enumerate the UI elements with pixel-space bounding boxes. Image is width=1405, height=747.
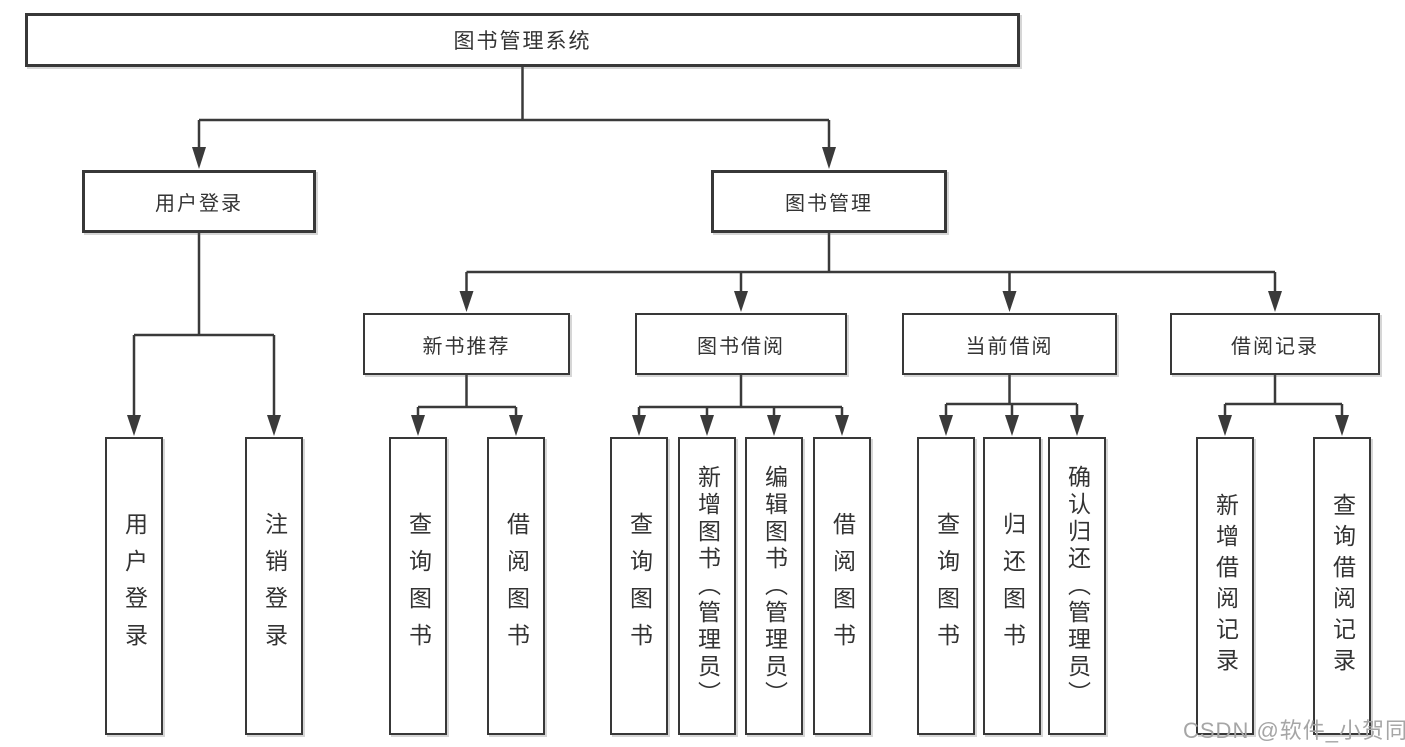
node-user-login-branch: 用户登录 <box>82 170 316 233</box>
csdn-watermark: CSDN @软件_小贺同学 <box>1183 718 1405 743</box>
arrowhead-current-leaf2 <box>1005 415 1019 436</box>
leaf-edit-books-admin-label: 编辑图书（管理员） <box>761 464 788 708</box>
leaf-query-books-recommend: 查询图书 <box>389 437 447 735</box>
node-borrowing-records-label: 借阅记录 <box>1231 335 1319 358</box>
arrowhead-newrec <box>459 291 474 312</box>
arrowhead-leaf-logout <box>267 415 281 436</box>
arrowhead-book-mgmt <box>822 147 836 169</box>
leaf-user-login-label: 用户登录 <box>121 512 148 660</box>
node-current-borrowing-label: 当前借阅 <box>965 335 1054 358</box>
leaf-add-borrow-record: 新增借阅记录 <box>1196 437 1254 735</box>
arrowhead-current-leaf1 <box>939 415 953 436</box>
leaf-borrow-books: 借阅图书 <box>813 437 871 735</box>
arrowhead-records <box>1268 291 1282 312</box>
leaf-add-borrow-record-label: 新增借阅记录 <box>1212 493 1239 679</box>
node-new-book-recommend: 新书推荐 <box>363 313 570 375</box>
arrowhead-current <box>1002 291 1017 312</box>
arrowhead-borrow-leaf3 <box>767 415 781 436</box>
arrowhead-borrow-leaf2 <box>700 415 714 436</box>
leaf-query-books-borrow-label: 查询图书 <box>626 512 653 660</box>
leaf-return-books-label: 归还图书 <box>999 512 1026 660</box>
arrowhead-newrec-leaf2 <box>509 415 523 436</box>
leaf-query-books-borrow: 查询图书 <box>610 437 668 735</box>
node-current-borrowing: 当前借阅 <box>902 313 1117 375</box>
leaf-logout-label: 注销登录 <box>261 512 288 660</box>
arrowhead-borrow-leaf4 <box>835 415 849 436</box>
leaf-borrow-books-recommend: 借阅图书 <box>487 437 545 735</box>
leaf-return-books: 归还图书 <box>983 437 1041 735</box>
leaf-query-books-current-label: 查询图书 <box>933 512 960 660</box>
leaf-query-borrow-record: 查询借阅记录 <box>1313 437 1371 735</box>
arrowhead-records-leaf2 <box>1335 415 1349 436</box>
arrowhead-records-leaf1 <box>1218 415 1232 436</box>
leaf-confirm-return-admin-label: 确认归还（管理员） <box>1064 464 1091 708</box>
leaf-edit-books-admin: 编辑图书（管理员） <box>745 437 803 735</box>
node-book-borrowing-label: 图书借阅 <box>697 335 785 358</box>
arrowhead-leaf-login <box>127 415 141 436</box>
node-book-management-branch: 图书管理 <box>711 170 947 233</box>
node-book-borrowing: 图书借阅 <box>635 313 847 375</box>
leaf-query-borrow-record-label: 查询借阅记录 <box>1329 493 1356 679</box>
node-user-login-branch-label: 用户登录 <box>155 193 243 215</box>
node-library-system: 图书管理系统 <box>25 13 1020 67</box>
arrowhead-borrow <box>734 291 748 312</box>
node-new-book-recommend-label: 新书推荐 <box>422 335 511 358</box>
node-book-management-branch-label: 图书管理 <box>785 193 873 215</box>
leaf-borrow-books-recommend-label: 借阅图书 <box>503 512 530 660</box>
leaf-logout: 注销登录 <box>245 437 303 735</box>
node-borrowing-records: 借阅记录 <box>1170 313 1380 375</box>
node-library-system-label: 图书管理系统 <box>453 30 592 53</box>
leaf-borrow-books-label: 借阅图书 <box>829 512 856 660</box>
leaf-query-books-current: 查询图书 <box>917 437 975 735</box>
leaf-confirm-return-admin: 确认归还（管理员） <box>1048 437 1106 735</box>
leaf-user-login: 用户登录 <box>105 437 163 735</box>
arrowhead-borrow-leaf1 <box>632 415 646 436</box>
leaf-query-books-recommend-label: 查询图书 <box>405 512 432 660</box>
arrowhead-newrec-leaf1 <box>411 415 425 436</box>
arrowhead-current-leaf3 <box>1070 415 1084 436</box>
leaf-add-books-admin: 新增图书（管理员） <box>678 437 736 735</box>
arrowhead-user-login <box>192 147 206 169</box>
leaf-add-books-admin-label: 新增图书（管理员） <box>694 464 721 708</box>
